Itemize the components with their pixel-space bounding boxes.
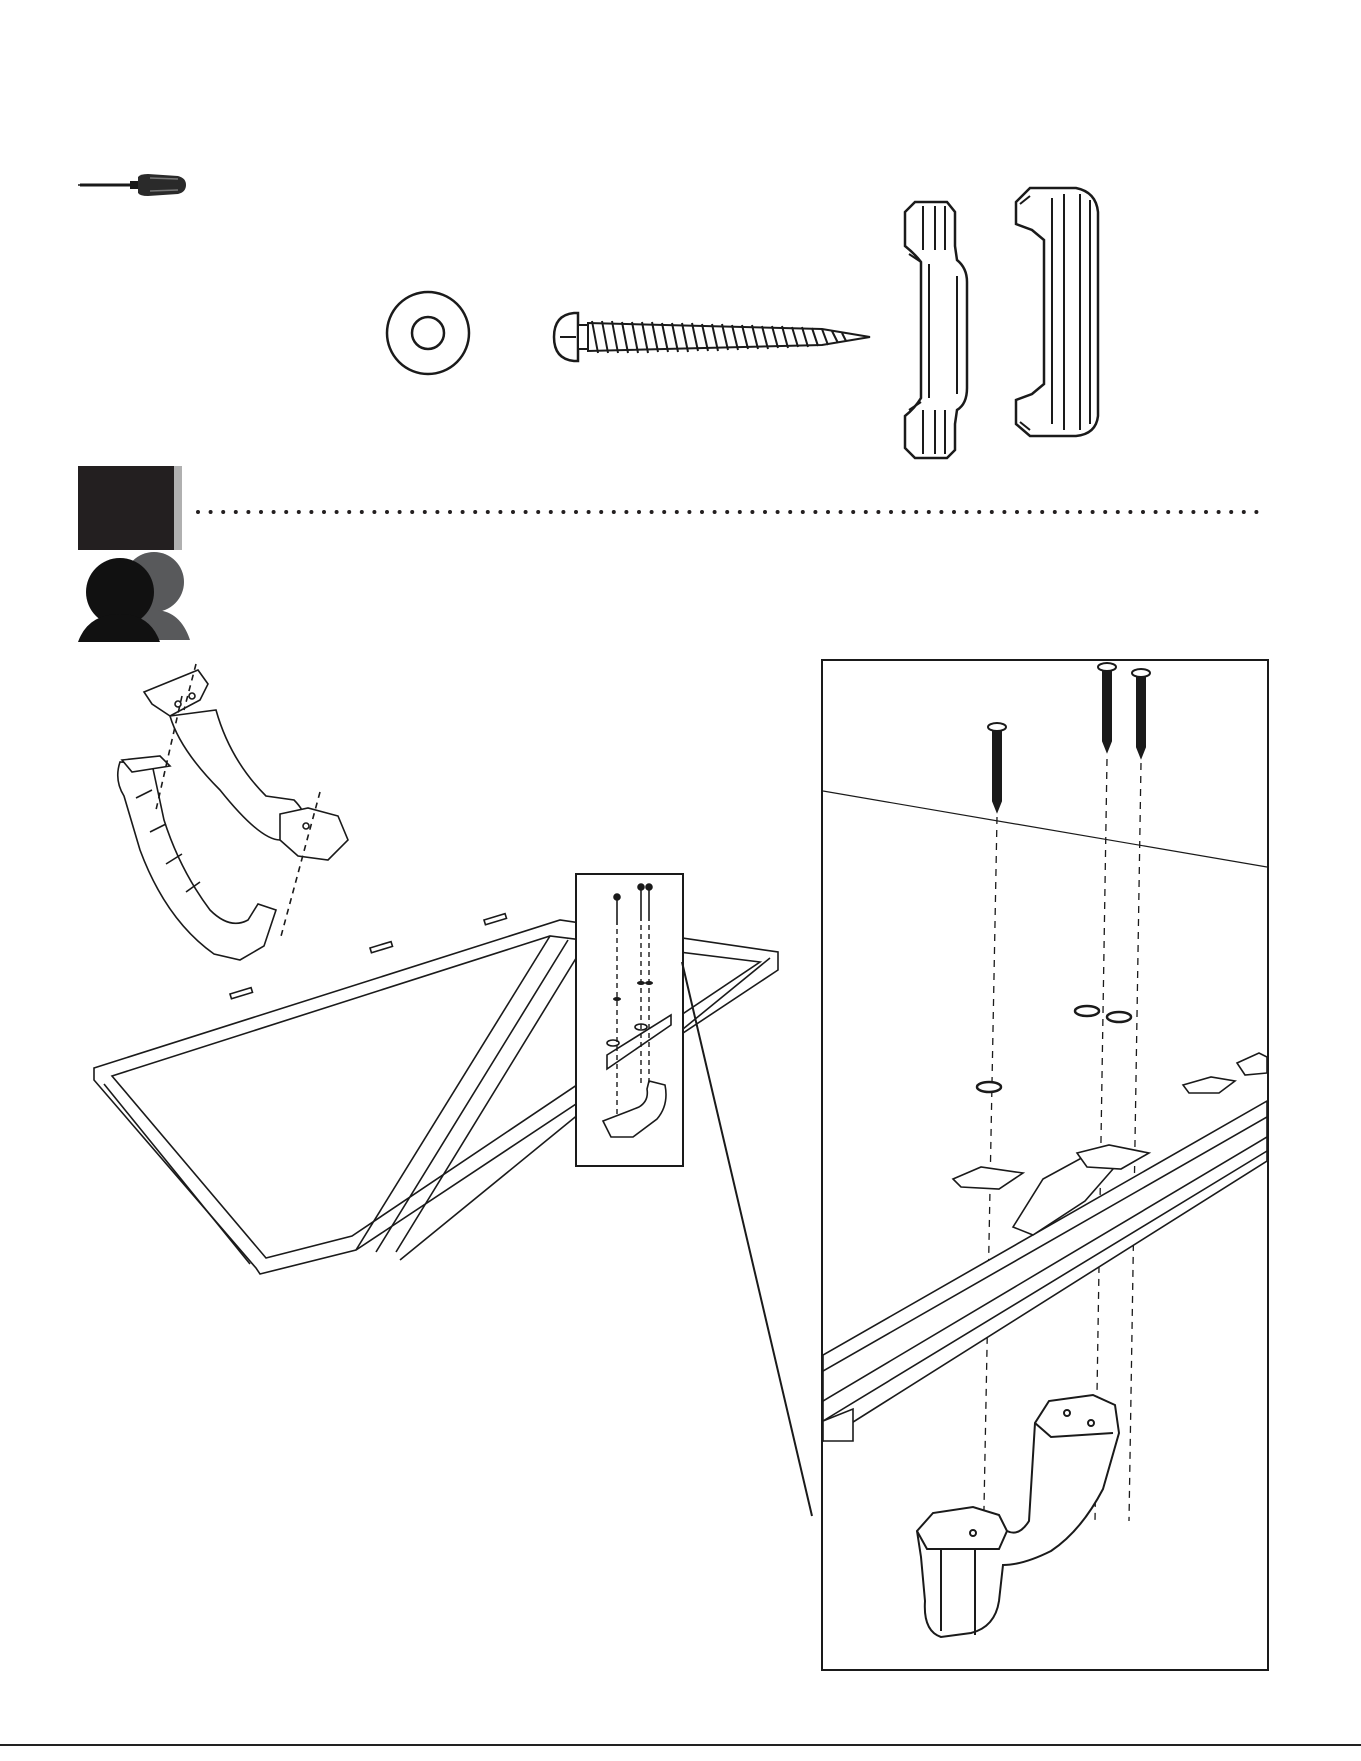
zoom-handle	[917, 1395, 1119, 1637]
step-number-box	[78, 466, 178, 550]
dotted-separator	[196, 508, 1270, 516]
footer-rule	[0, 1744, 1361, 1746]
washer-part	[383, 288, 473, 378]
zoom-rail	[823, 1053, 1267, 1441]
handle-side-view-part	[895, 198, 975, 460]
two-person-icon	[78, 552, 190, 642]
handle-front-view-part	[1006, 184, 1102, 440]
screw-part	[552, 305, 872, 369]
callout-connector	[680, 960, 820, 1520]
zoom-detail-box	[821, 659, 1269, 1671]
zoom-washers	[977, 1006, 1131, 1092]
zoom-screws	[988, 663, 1150, 811]
callout-box-small	[575, 873, 684, 1167]
screwdriver-icon	[78, 172, 190, 198]
